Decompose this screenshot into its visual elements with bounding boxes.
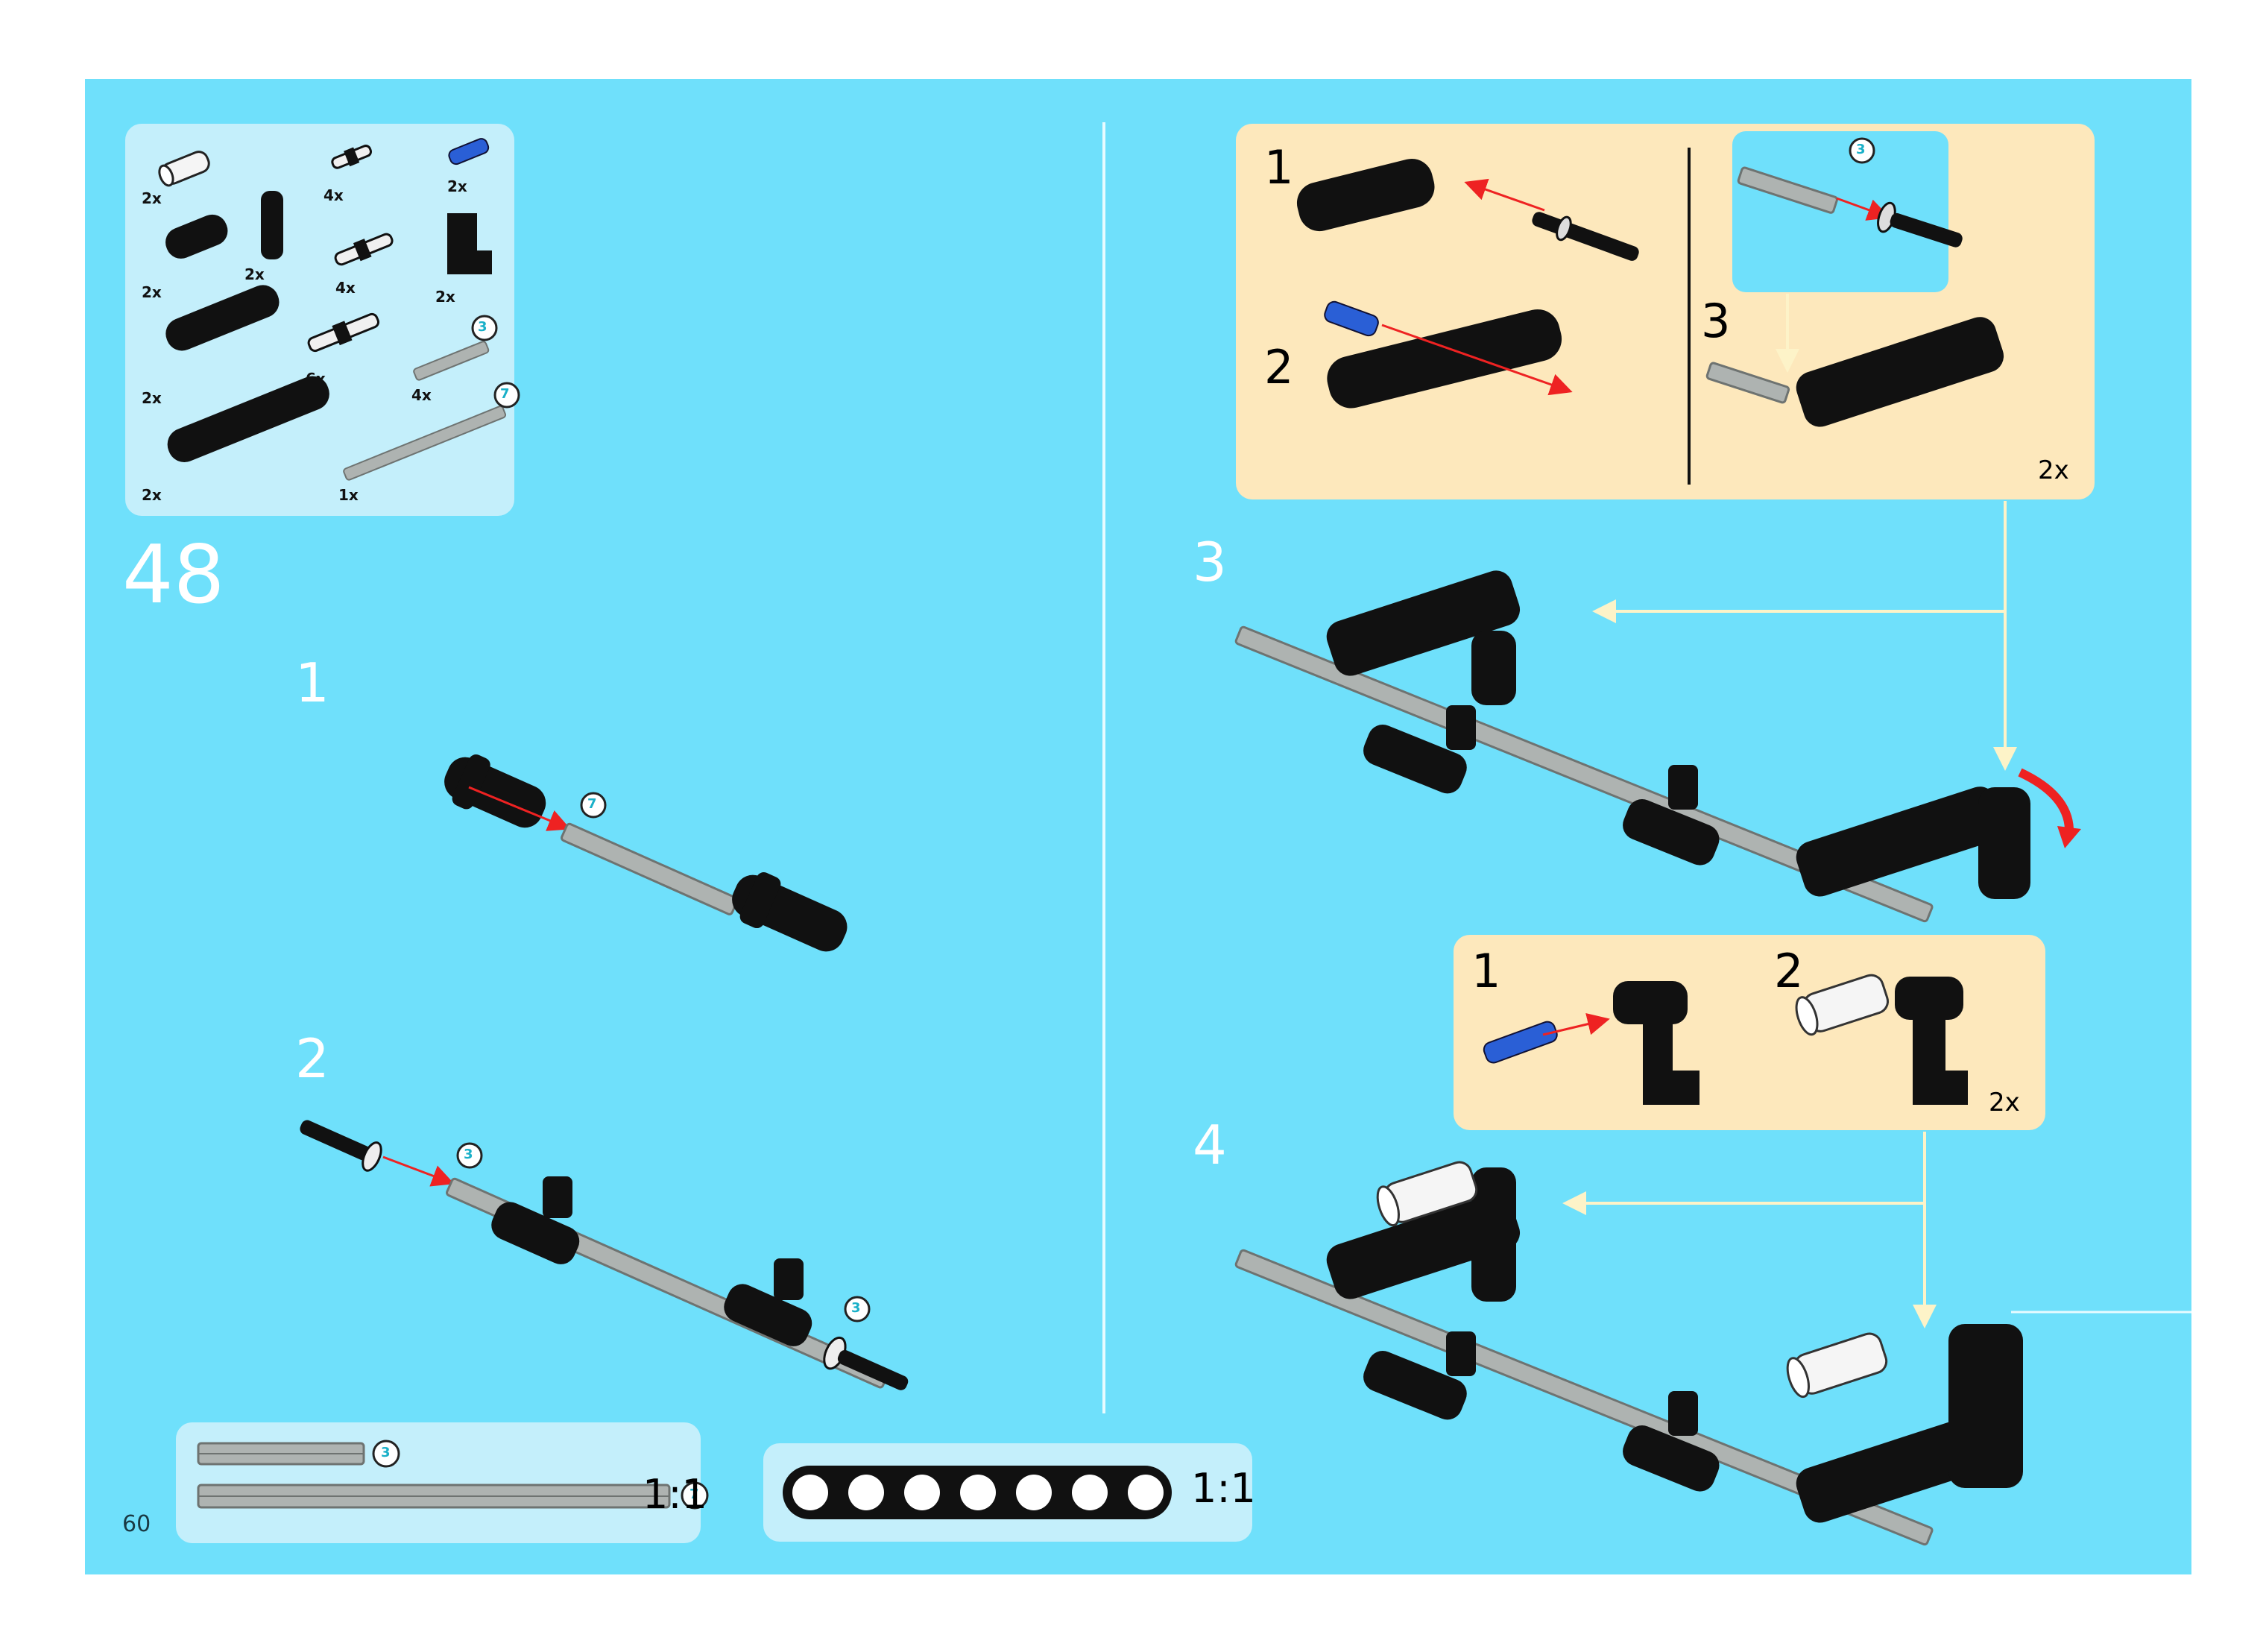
parts-icons <box>157 137 519 481</box>
instruction-page: 2x 2x 4x 2x 2x 4x 2x 2x 6x 4x 2x 1x <box>85 79 2191 1574</box>
ruler-callout: 3 <box>381 1445 391 1460</box>
flow-arrow <box>1598 501 2005 611</box>
assembly-drawing <box>85 79 2191 1574</box>
subassembly-multiplier: 2x <box>1989 1090 2020 1115</box>
subassembly-step: 2 <box>1774 948 1803 994</box>
right-step-3-drawing <box>1235 567 2081 922</box>
flow-arrow <box>1568 1132 1925 1203</box>
subassembly-step: 3 <box>1701 298 1730 344</box>
subassembly-callout: 3 <box>1856 142 1866 157</box>
subassembly-a-drawing <box>1293 139 2008 485</box>
ruler-scale: 1:1 <box>643 1475 707 1515</box>
substep-number: 4 <box>1193 1118 1227 1172</box>
parts-callout: 3 <box>478 319 487 335</box>
beam-scale: 1:1 <box>1191 1469 1256 1509</box>
subassembly-b-drawing <box>1482 972 1968 1105</box>
part-callout: 7 <box>587 796 597 812</box>
subassembly-multiplier: 2x <box>2038 458 2069 483</box>
subassembly-step: 1 <box>1264 145 1293 191</box>
beam-reference <box>783 1466 1172 1519</box>
part-callout: 3 <box>851 1300 861 1316</box>
step-number: 48 <box>122 535 224 616</box>
length-ruler <box>198 1441 707 1508</box>
left-step-1-drawing <box>436 746 855 963</box>
substep-number: 3 <box>1193 535 1227 589</box>
right-step-4-drawing <box>1235 1159 2023 1545</box>
left-step-2-drawing <box>295 1112 914 1400</box>
part-callout: 3 <box>464 1147 473 1162</box>
subassembly-step: 2 <box>1264 344 1293 391</box>
parts-callout: 7 <box>500 386 510 402</box>
substep-number: 1 <box>295 656 329 710</box>
page-number: 60 <box>122 1513 151 1536</box>
subassembly-step: 1 <box>1471 948 1500 994</box>
substep-number: 2 <box>295 1032 329 1085</box>
